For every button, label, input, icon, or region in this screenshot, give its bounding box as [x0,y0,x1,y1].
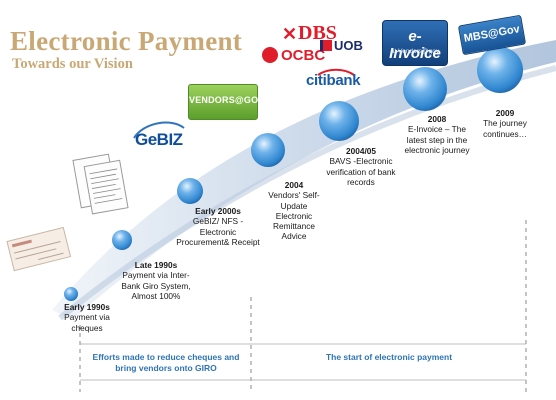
timeline-arc-shadow [58,65,556,321]
milestone-year: 2009 [495,108,515,118]
milestone-description: The journey continues… [483,118,527,139]
uob-logo: UOB [320,38,364,56]
milestone-sphere-5 [319,101,359,141]
mbs-gov-badge: MBS@Gov [457,14,527,56]
vendors-gov-logo: VENDORS@GOV [188,84,265,120]
milestone-sphere-6 [403,67,447,111]
milestone-sphere-3 [177,178,203,204]
milestone-description: Payment via cheques [64,312,110,333]
milestone-2004: 2004 Vendors' Self-Update Electronic Rem… [262,180,326,242]
milestone-early-2000s: Early 2000s GeBIZ/ NFS - Electronic Proc… [176,206,260,247]
gebiz-logo: GeBIZ [130,118,188,154]
milestone-description: Vendors' Self-Update Electronic Remittan… [268,190,320,242]
dbs-logo-text: DBS [298,22,337,44]
milestone-early-1990s: Early 1990s Payment via cheques [58,302,116,333]
mbs-gov-logo-text: MBS@Gov [462,23,521,45]
uob-logo-text: UOB [334,38,363,53]
milestone-description: BAVS -Electronic verification of bank re… [326,156,396,187]
cheque-image [6,226,72,272]
milestone-sphere-4 [251,133,285,167]
dbs-x-icon: ✕ [282,24,298,44]
milestone-description: Payment via Inter-Bank Giro System, Almo… [121,270,191,301]
milestone-year: Early 2000s [195,206,241,216]
gebiz-swoosh-icon [133,121,185,139]
uob-mark-icon [320,40,332,51]
milestone-spheres [64,47,523,301]
dbs-logo: ✕ DBS [282,22,337,44]
milestone-year: 2004 [284,180,304,190]
milestone-2008: 2008 E-Invoice – The latest step in the … [398,114,476,155]
ocbc-logo-text: OCBC [281,47,326,64]
ocbc-logo: OCBC [262,46,325,68]
milestone-description: E-Invoice – The latest step in the elect… [404,124,470,155]
ocbc-circle-icon [262,47,278,63]
milestone-sphere-1 [64,287,78,301]
citibank-logo: citibank [300,68,366,90]
einvoice-logo: e-Invoice at Vendors@gov [382,20,448,66]
milestone-description: GeBIZ/ NFS - Electronic Procurement& Rec… [176,216,260,247]
milestone-year: 2004/05 [346,146,376,156]
page-title: Electronic Payment [10,26,243,56]
phase-caption-electronic: The start of electronic payment [325,352,453,362]
einvoice-logo-text: e-Invoice [389,28,441,62]
milestone-2004-05: 2004/05 BAVS -Electronic verification of… [322,146,400,187]
einvoice-logo-subtext: at Vendors@gov [390,48,440,55]
gebiz-logo-text: GeBIZ [135,130,183,149]
milestone-sphere-7 [477,47,523,93]
phase-caption-giro: Efforts made to reduce cheques and bring… [92,352,240,373]
milestone-year: Late 1990s [134,260,178,270]
milestone-2009: 2009 The journey continues… [476,108,534,139]
milestone-year: 2008 [427,114,447,124]
milestone-year: Early 1990s [64,302,110,312]
milestone-late-1990s: Late 1990s Payment via Inter-Bank Giro S… [116,260,196,301]
mbs-gov-logo: MBS@Gov [457,14,527,56]
citibank-arc-icon [317,68,355,76]
paper-documents-image [72,153,129,215]
milestone-sphere-2 [112,230,132,250]
citibank-logo-text: citibank [306,72,361,89]
page-subtitle: Towards our Vision [12,56,133,72]
vendors-gov-logo-text: VENDORS@GOV [189,95,265,105]
